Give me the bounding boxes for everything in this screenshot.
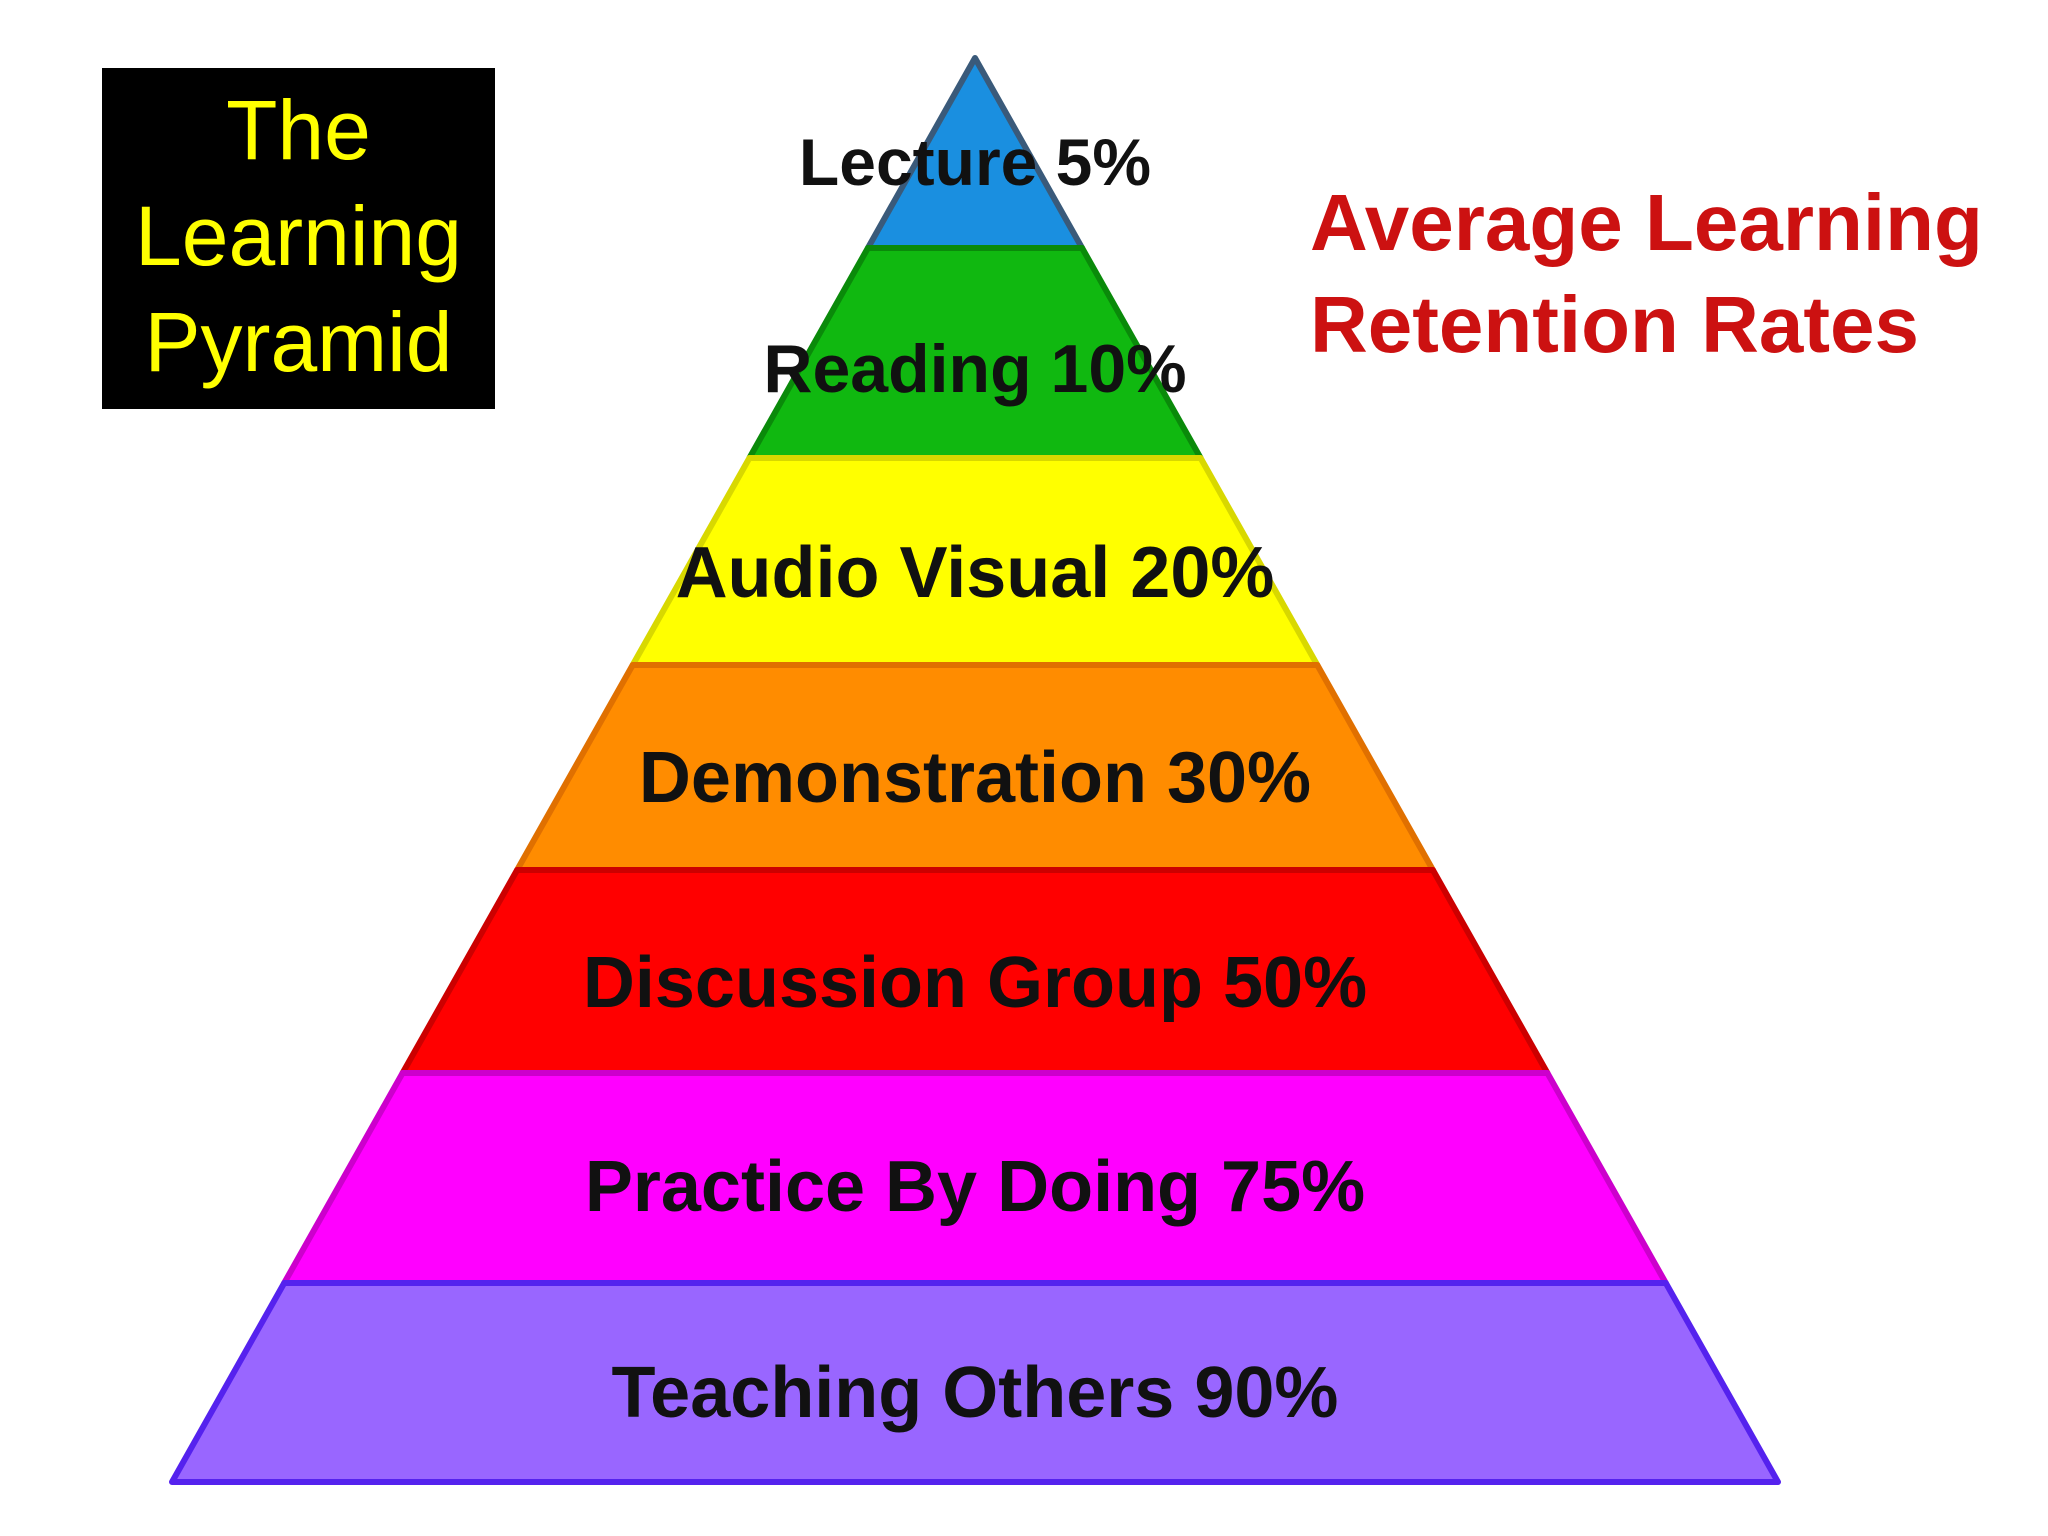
pyramid-level-5-label: Discussion Group 50% bbox=[583, 943, 1367, 1023]
subtitle: Average Learning Retention Rates bbox=[1310, 172, 2010, 376]
title-line-3: Pyramid bbox=[144, 294, 453, 389]
title-line-1: The bbox=[226, 82, 371, 177]
pyramid-level-6-label: Practice By Doing 75% bbox=[585, 1147, 1365, 1227]
pyramid-level-2-label: Reading 10% bbox=[763, 331, 1186, 407]
title-box: The Learning Pyramid bbox=[102, 68, 495, 409]
subtitle-line-1: Average Learning bbox=[1310, 178, 1983, 267]
pyramid-level-3-label: Audio Visual 20% bbox=[676, 533, 1275, 613]
pyramid-level-7 bbox=[169, 1280, 1781, 1485]
pyramid-level-1-label: Lecture 5% bbox=[799, 125, 1151, 199]
pyramid-level-7-label: Teaching Others 90% bbox=[612, 1353, 1339, 1433]
title-line-2: Learning bbox=[135, 188, 462, 283]
pyramid-level-4-label: Demonstration 30% bbox=[639, 738, 1311, 818]
subtitle-line-2: Retention Rates bbox=[1310, 280, 1919, 369]
